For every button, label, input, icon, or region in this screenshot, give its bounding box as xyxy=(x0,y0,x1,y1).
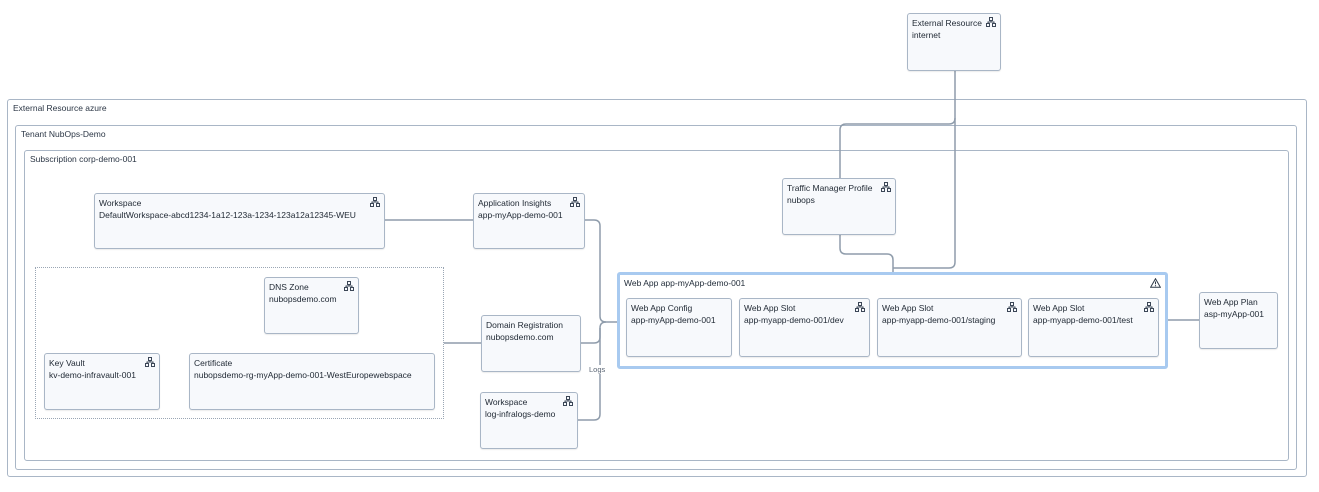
node-type: Workspace xyxy=(99,198,142,208)
edge-app-insights-web-app xyxy=(585,219,618,323)
node-name: nubopsdemo-rg-myApp-demo-001-WestEuropew… xyxy=(194,370,412,380)
node-type: Web App Plan xyxy=(1204,297,1258,307)
container-label: External Resource azure xyxy=(13,103,107,113)
edge-logs-web-app xyxy=(578,328,601,421)
node-external-internet[interactable]: External Resource internet xyxy=(907,13,1001,71)
node-web-app-config[interactable]: Web App Config app-myApp-demo-001 xyxy=(626,298,732,357)
hierarchy-icon xyxy=(1007,302,1017,312)
edge-label-logs: Logs xyxy=(588,365,607,374)
node-name: internet xyxy=(912,30,941,40)
group-dotted-resources xyxy=(35,267,444,419)
node-name: DefaultWorkspace-abcd1234-1a12-123a-1234… xyxy=(99,210,356,220)
container-label: Subscription corp-demo-001 xyxy=(30,154,137,164)
node-name: app-myApp-demo-001 xyxy=(631,315,716,325)
node-type: Web App Config xyxy=(631,303,693,313)
edge-internet-web-app xyxy=(893,118,956,269)
edge-internet-traffic-manager xyxy=(839,71,956,178)
hierarchy-icon xyxy=(855,302,865,312)
hierarchy-icon xyxy=(145,357,155,367)
node-name: app-myapp-demo-001/dev xyxy=(744,315,844,325)
node-name: app-myapp-demo-001/test xyxy=(1033,315,1133,325)
node-name: asp-myApp-001 xyxy=(1204,309,1265,319)
node-dns-zone[interactable]: DNS Zone nubopsdemo.com xyxy=(264,277,359,334)
node-app-insights[interactable]: Application Insights app-myApp-demo-001 xyxy=(473,193,585,249)
hierarchy-icon xyxy=(881,182,891,192)
node-name: log-infralogs-demo xyxy=(485,409,556,419)
node-web-app-plan[interactable]: Web App Plan asp-myApp-001 xyxy=(1199,292,1278,349)
node-type: DNS Zone xyxy=(269,282,309,292)
node-key-vault[interactable]: Key Vault kv-demo-infravault-001 xyxy=(44,353,160,410)
container-label: Tenant NubOps-Demo xyxy=(21,129,106,139)
node-name: nubopsdemo.com xyxy=(486,332,554,342)
node-type: Traffic Manager Profile xyxy=(787,183,873,193)
node-type: Domain Registration xyxy=(486,320,564,330)
container-tenant: Tenant NubOps-Demo xyxy=(15,125,1297,470)
container-external-azure: External Resource azure xyxy=(7,99,1307,477)
hierarchy-icon xyxy=(986,17,996,27)
node-traffic-manager[interactable]: Traffic Manager Profile nubops xyxy=(782,178,896,235)
node-domain-registration[interactable]: Domain Registration nubopsdemo.com xyxy=(481,315,581,372)
edge-domain-web-app xyxy=(581,321,607,344)
node-type: Certificate xyxy=(194,358,233,368)
node-type: Web App Slot xyxy=(882,303,934,313)
node-name: nubops xyxy=(787,195,815,205)
hierarchy-icon xyxy=(570,197,580,207)
hierarchy-icon xyxy=(370,197,380,207)
node-type: Web App Slot xyxy=(744,303,796,313)
hierarchy-icon xyxy=(1144,302,1154,312)
node-name: app-myApp-demo-001 xyxy=(478,210,563,220)
node-web-app-slot-staging[interactable]: Web App Slot app-myapp-demo-001/staging xyxy=(877,298,1022,357)
container-subscription: Subscription corp-demo-001 xyxy=(24,150,1289,461)
edge-traffic-manager-web-app xyxy=(839,235,894,272)
node-workspace-logs[interactable]: Workspace log-infralogs-demo xyxy=(480,392,578,449)
hierarchy-icon xyxy=(344,281,354,291)
node-web-app-slot-dev[interactable]: Web App Slot app-myapp-demo-001/dev xyxy=(739,298,870,357)
node-name: nubopsdemo.com xyxy=(269,294,337,304)
node-certificate[interactable]: Certificate nubopsdemo-rg-myApp-demo-001… xyxy=(189,353,435,410)
warning-icon xyxy=(1150,278,1161,288)
hierarchy-icon xyxy=(563,396,573,406)
node-type: Application Insights xyxy=(478,198,552,208)
node-web-app-slot-test[interactable]: Web App Slot app-myapp-demo-001/test xyxy=(1028,298,1159,357)
node-name: kv-demo-infravault-001 xyxy=(49,370,136,380)
node-web-app[interactable]: Web App app-myApp-demo-001 Web App Confi… xyxy=(617,272,1168,369)
node-type: Workspace xyxy=(485,397,528,407)
node-type: Web App Slot xyxy=(1033,303,1085,313)
web-app-title: Web App app-myApp-demo-001 xyxy=(624,278,746,288)
node-type: External Resource xyxy=(912,18,982,28)
node-type: Key Vault xyxy=(49,358,85,368)
node-name: app-myapp-demo-001/staging xyxy=(882,315,996,325)
node-workspace-default[interactable]: Workspace DefaultWorkspace-abcd1234-1a12… xyxy=(94,193,385,249)
